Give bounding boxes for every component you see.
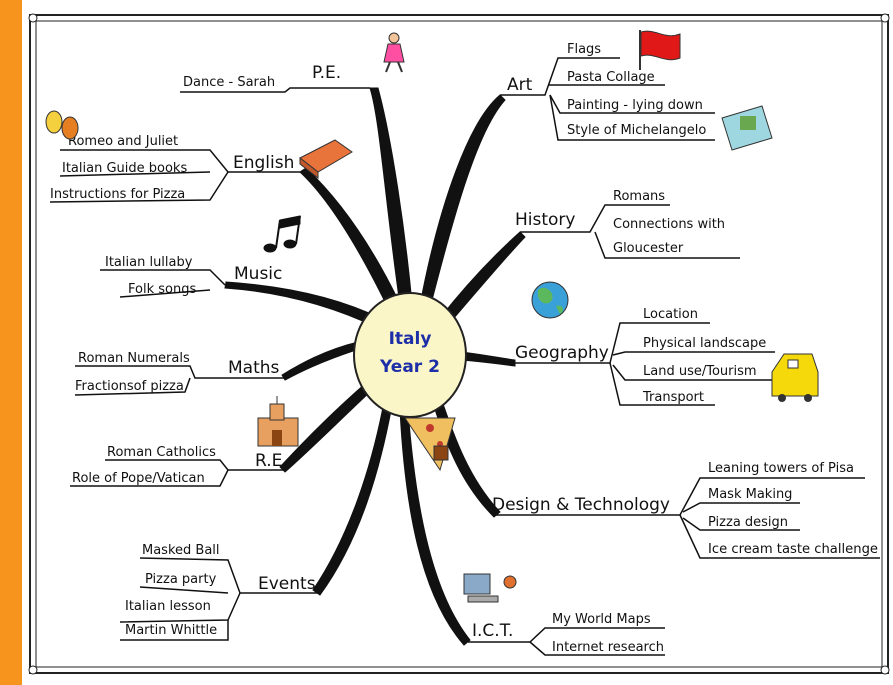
leaf-pe-0: Dance - Sarah: [183, 75, 275, 90]
leaf-art-0: Flags: [567, 42, 601, 57]
leaf-dt-0: Leaning towers of Pisa: [708, 461, 854, 476]
masks-icon: [45, 110, 79, 140]
leaf-events-2: Italian lesson: [125, 599, 211, 614]
leaf-dt-3: Ice cream taste challenge: [708, 542, 878, 557]
gymnast-icon: [383, 32, 405, 73]
taxi-icon: [771, 353, 819, 402]
leaf-re-1: Role of Pope/Vatican: [72, 471, 205, 486]
leaf-events-3: Martin Whittle: [125, 623, 217, 638]
pizza-slice-icon: [404, 417, 456, 472]
frame: [28, 13, 890, 675]
leaf-geography-2: Land use/Tourism: [643, 364, 757, 379]
orange-side-bar: [0, 0, 22, 685]
leaf-english-1: Italian Guide books: [62, 161, 187, 176]
branch-dt: Design & Technology: [492, 495, 670, 515]
leaf-art-3: Style of Michelangelo: [567, 123, 706, 138]
leaf-geography-1: Physical landscape: [643, 336, 766, 351]
leaf-geography-3: Transport: [642, 390, 704, 405]
leaf-geography-0: Location: [643, 307, 698, 322]
leaf-dt-2: Pizza design: [708, 515, 788, 530]
connectors: [49, 57, 880, 656]
leaf-maths-0: Roman Numerals: [78, 351, 190, 366]
book-icon: [299, 139, 353, 180]
branch-music: Music: [234, 264, 282, 284]
leaf-history-0: Romans: [613, 189, 665, 204]
leaf-history-1: Connections with: [613, 217, 725, 232]
branch-geography: Geography: [515, 343, 609, 363]
branch-history: History: [515, 210, 575, 230]
leaf-music-0: Italian lullaby: [105, 255, 193, 270]
music-notes-icon: [263, 215, 301, 253]
painting-icon: [721, 105, 773, 151]
branch-ict: I.C.T.: [472, 621, 513, 641]
leaf-ict-1: Internet research: [552, 640, 664, 655]
leaf-labels: Dance - Sarah Romeo and Juliet Italian G…: [50, 42, 878, 655]
center-node: [353, 292, 467, 418]
leaf-english-0: Romeo and Juliet: [68, 134, 178, 149]
globe-icon: [531, 281, 569, 319]
leaf-history-2: Gloucester: [613, 241, 684, 256]
branch-re: R.E: [255, 451, 282, 471]
leaf-art-2: Painting - lying down: [567, 98, 703, 113]
computer-icon: [463, 573, 517, 603]
branch-maths: Maths: [228, 358, 280, 378]
leaf-re-0: Roman Catholics: [107, 445, 216, 460]
leaf-ict-0: My World Maps: [552, 612, 651, 627]
leaf-art-1: Pasta Collage: [567, 70, 655, 85]
leaf-events-1: Pizza party: [145, 572, 217, 587]
leaf-dt-1: Mask Making: [708, 487, 792, 502]
center-title-line1: Italy: [389, 329, 432, 349]
branch-labels: P.E. English Music Maths R.E Events Art …: [228, 63, 670, 641]
flag-icon: [639, 30, 681, 70]
branch-art: Art: [507, 75, 533, 95]
branch-events: Events: [258, 574, 316, 594]
leaf-maths-1: Fractionsof pizza: [75, 379, 184, 394]
leaf-music-1: Folk songs: [128, 282, 196, 297]
leaf-english-2: Instructions for Pizza: [50, 187, 185, 202]
center-title-line2: Year 2: [379, 357, 440, 377]
church-icon: [257, 396, 299, 447]
branch-english: English: [233, 153, 294, 173]
leaf-events-0: Masked Ball: [142, 543, 220, 558]
branch-pe: P.E.: [312, 63, 341, 83]
